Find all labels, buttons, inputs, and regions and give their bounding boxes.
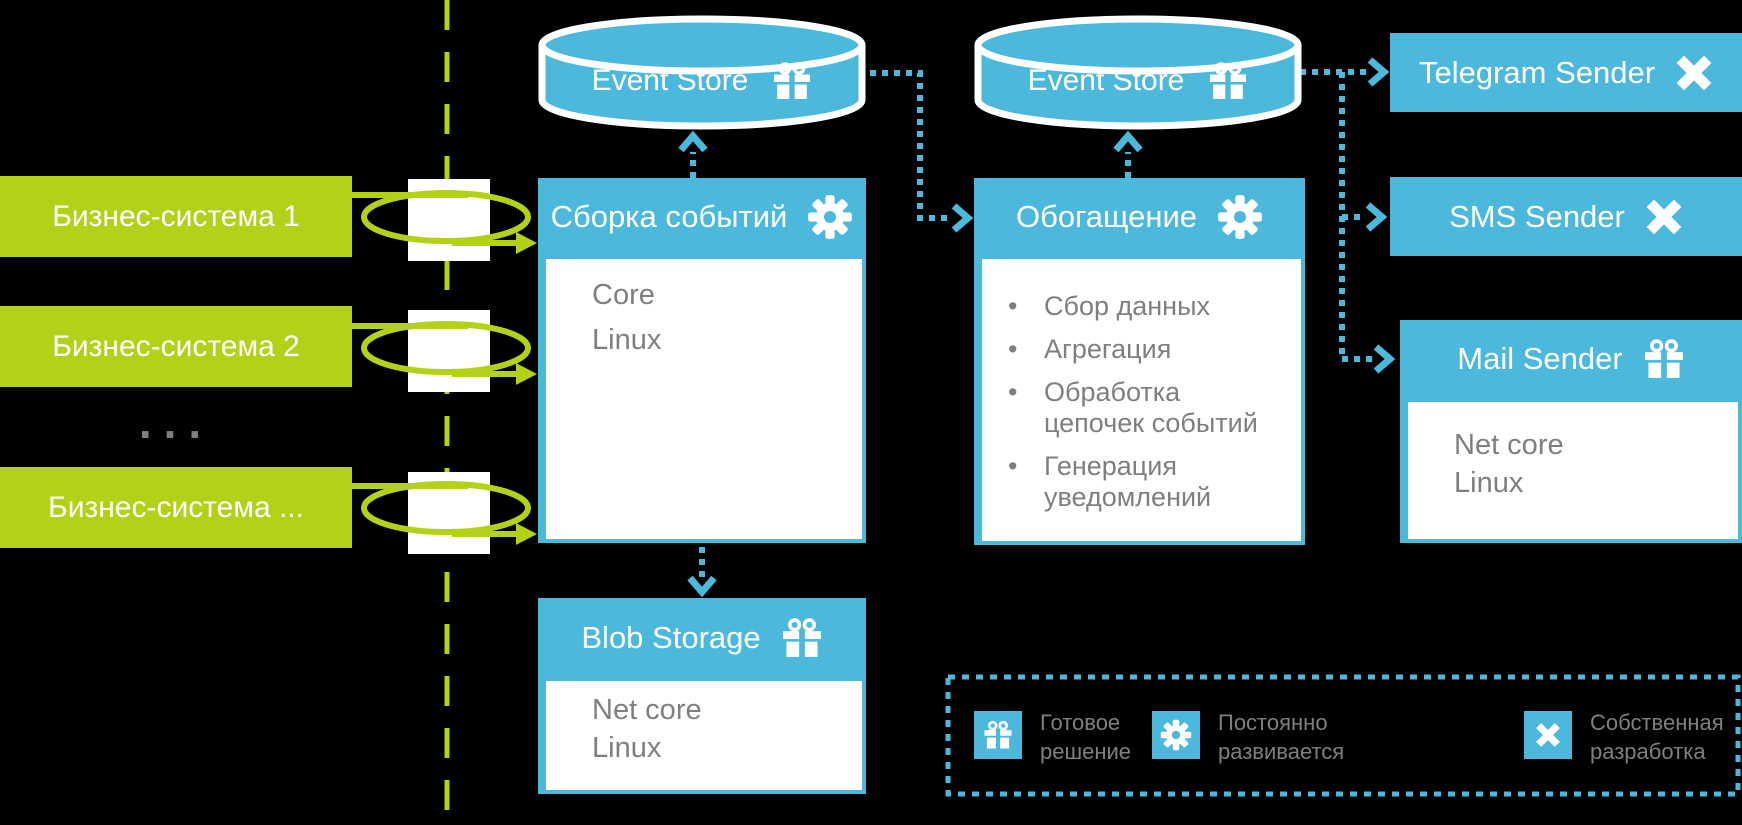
gift-icon (983, 720, 1013, 750)
gear-icon (1160, 719, 1192, 751)
enrichment-title: Обогащение (1015, 198, 1198, 234)
mail-sender-header: Mail Sender (1400, 320, 1742, 398)
enrichment-bullet: Генерация уведомлений (1008, 451, 1291, 513)
telegram-sender: Telegram Sender (1390, 33, 1742, 112)
loop-arrowhead (516, 232, 537, 254)
business-system-1: Бизнес-система 1 (0, 176, 352, 257)
gift-icon (1208, 61, 1248, 101)
enrichment-header: Обогащение (974, 178, 1305, 255)
blob-body-line: Net core (592, 694, 702, 726)
event-store-2: Event Store (974, 52, 1302, 110)
mail-sender-body: Net core Linux (1400, 398, 1742, 543)
legend-label-constantly-evolving: Постоянно развивается (1218, 710, 1345, 764)
x-icon (1645, 198, 1683, 236)
loop-arrowhead (516, 363, 537, 385)
blob-storage-title: Blob Storage (581, 619, 761, 655)
enrichment-bullet-list: Сбор данных Агрегация Обработка цепочек … (982, 291, 1301, 513)
enrichment-bullet: Агрегация (1008, 334, 1291, 365)
assembly-body-line: Linux (592, 324, 662, 356)
gift-icon (1643, 338, 1685, 380)
gift-icon (781, 617, 823, 659)
event-store-1: Event Store (538, 52, 866, 110)
gear-icon (1217, 194, 1263, 240)
assembly-header: Сборка событий (538, 178, 866, 255)
mail-sender-label: Mail Sender (1457, 341, 1623, 376)
legend-gift-tile (974, 711, 1022, 759)
mail-body-line: Net core (1454, 429, 1564, 461)
mail-body-line: Linux (1454, 467, 1524, 499)
enrichment-bullet: Сбор данных (1008, 291, 1291, 322)
business-system-2: Бизнес-система 2 (0, 306, 352, 387)
loop-arrowhead (516, 523, 537, 545)
event-store-2-label: Event Store (1027, 64, 1185, 97)
legend-label-own-development: Собственная разработка (1590, 710, 1724, 764)
gift-icon (772, 61, 812, 101)
gear-icon (807, 194, 853, 240)
telegram-sender-label: Telegram Sender (1418, 54, 1656, 90)
sms-sender: SMS Sender (1390, 177, 1742, 256)
assembly-title: Сборка событий (550, 198, 788, 234)
loop-arrow (352, 481, 531, 537)
legend-gear-tile (1152, 711, 1200, 759)
blob-body-line: Linux (592, 732, 662, 764)
business-system-1-label: Бизнес-система 1 (52, 199, 300, 233)
business-system-2-label: Бизнес-система 2 (52, 329, 300, 363)
legend-label-ready-solution: Готовое решение (1040, 710, 1132, 764)
blob-storage-header: Blob Storage (538, 598, 866, 677)
blob-storage-body: Net core Linux (538, 677, 866, 794)
legend-x-tile (1524, 711, 1572, 759)
dotted-arrowheads (678, 57, 1396, 598)
assembly-body: Core Linux (538, 255, 866, 543)
enrichment-body: Сбор данных Агрегация Обработка цепочек … (974, 255, 1305, 545)
business-system-n: Бизнес-система ... (0, 467, 352, 548)
loop-arrow (352, 321, 531, 377)
business-system-n-label: Бизнес-система ... (48, 490, 304, 524)
x-icon (1675, 54, 1713, 92)
event-store-1-cylinder (538, 15, 866, 130)
assembly-body-line: Core (592, 279, 655, 311)
x-icon (1535, 722, 1561, 748)
legend-frame (945, 674, 1741, 797)
dotted-connectors (690, 69, 1374, 580)
loop-arrow (352, 190, 531, 246)
business-systems-ellipsis: ... (138, 396, 214, 448)
event-store-1-label: Event Store (591, 64, 749, 97)
enrichment-bullet: Обработка цепочек событий (1008, 377, 1291, 439)
sms-sender-label: SMS Sender (1449, 198, 1625, 234)
